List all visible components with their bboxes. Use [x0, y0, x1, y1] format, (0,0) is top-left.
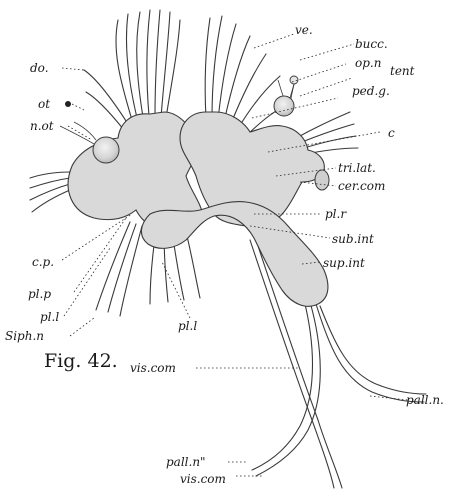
label-tri-lat: tri.lat.	[338, 162, 376, 174]
buccal-ganglion	[274, 76, 298, 116]
cerebral-commissure-end	[315, 170, 329, 190]
label-ve: ve.	[295, 24, 313, 36]
label-op-n: op.n	[355, 57, 381, 69]
leader-lines	[62, 34, 408, 476]
label-n-ot: n.ot	[30, 120, 54, 132]
label-cer-com: cer.com	[338, 180, 385, 192]
label-vis-com-top: vis.com	[130, 362, 176, 374]
label-sup-int: sup.int	[323, 257, 365, 269]
otocyst-dot	[65, 101, 71, 107]
label-c-p: c.p.	[32, 256, 54, 268]
label-pl-l-left: pl.l	[40, 311, 59, 323]
label-tent: tent	[390, 65, 414, 77]
label-ot: ot	[38, 98, 50, 110]
label-siph-n: Siph.n	[5, 330, 44, 342]
label-pall-n2: pall.n"	[166, 456, 206, 468]
label-sub-int: sub.int	[332, 233, 374, 245]
label-do: do.	[30, 62, 49, 74]
label-pl-r: pl.r	[325, 208, 346, 220]
label-pl-p: pl.p	[28, 288, 51, 300]
label-pall-n: pall.n.	[406, 394, 444, 406]
label-bucc: bucc.	[355, 38, 388, 50]
figure-caption: Fig. 42.	[44, 352, 118, 371]
label-ped-g: ped.g.	[352, 85, 390, 97]
left-lateral-nerves	[30, 172, 70, 212]
label-vis-com-bottom: vis.com	[180, 473, 226, 485]
label-c: c	[388, 127, 395, 139]
label-pl-l-center: pl.l	[178, 320, 197, 332]
